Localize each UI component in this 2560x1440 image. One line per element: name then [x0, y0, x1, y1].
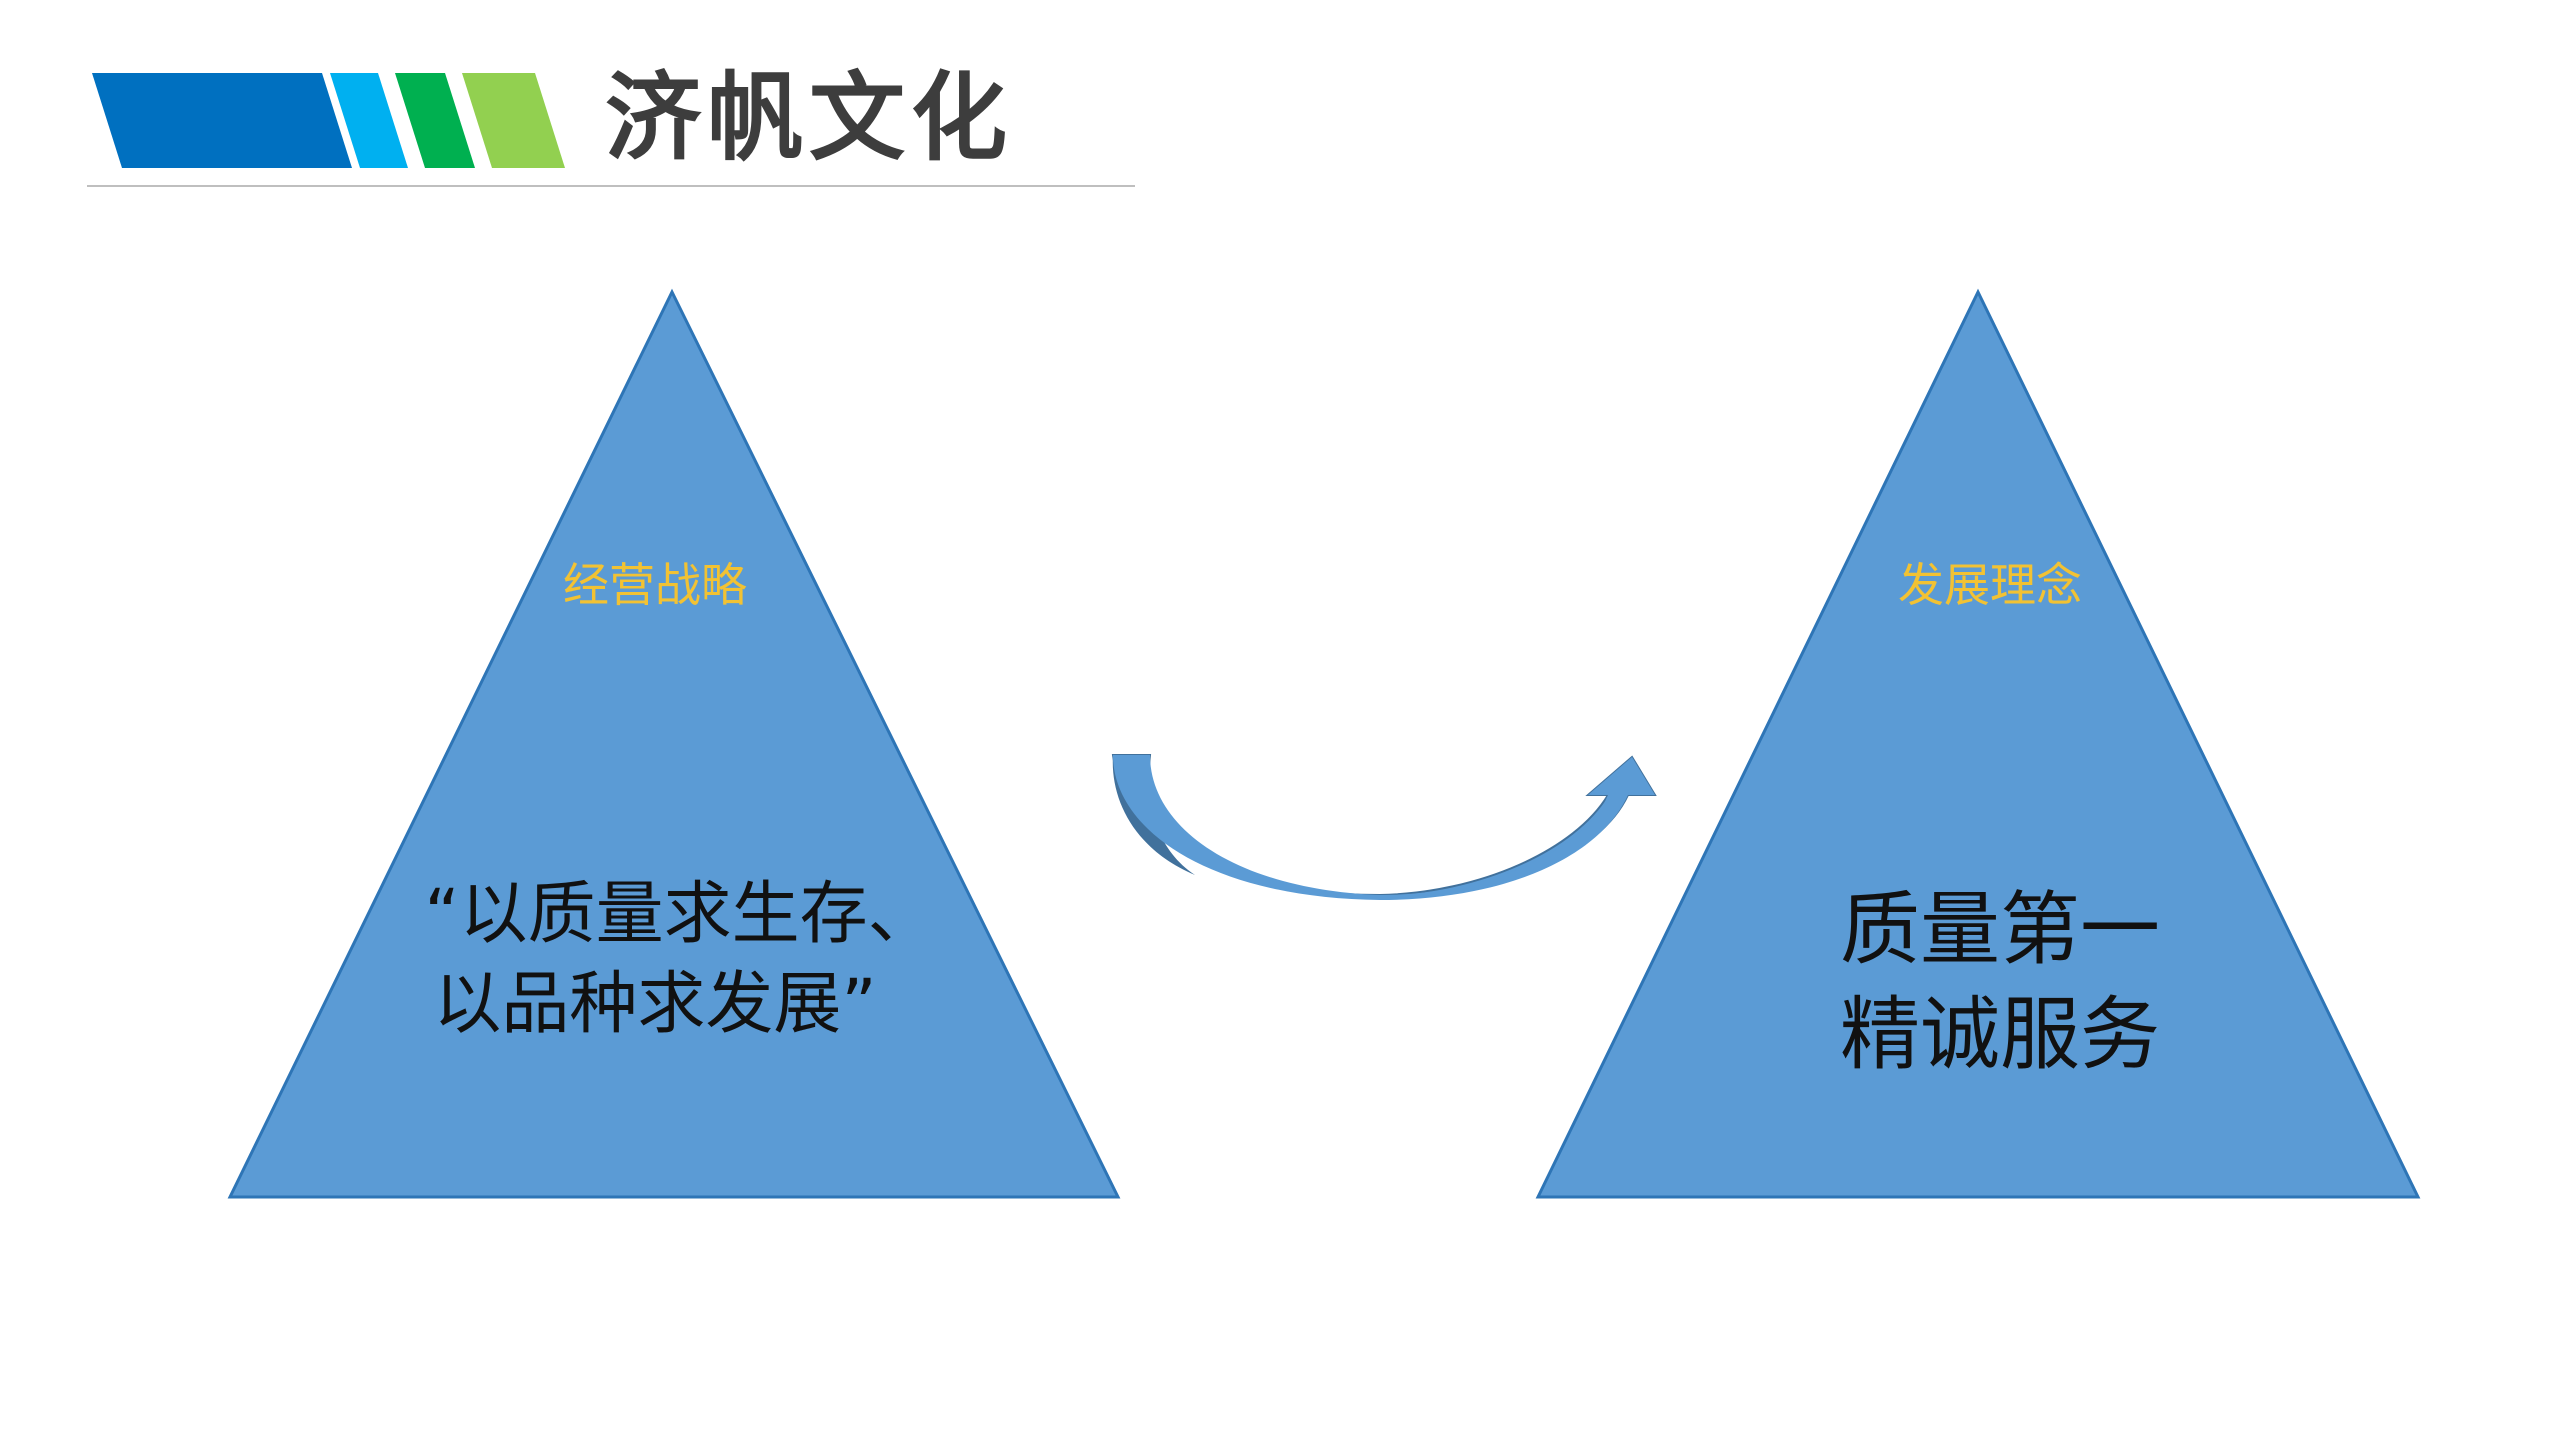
header-band: [92, 73, 565, 168]
curved-arrow-icon: [1111, 754, 1657, 900]
page-title: 济帆文化: [605, 62, 1013, 174]
left-triangle-label: 经营战略: [563, 558, 747, 612]
header-stripe-3: [395, 73, 475, 168]
curved-arrow-body: [1111, 754, 1657, 899]
left-triangle-text-line-2: 以品种求发展”: [433, 965, 877, 1044]
header-stripe-1: [92, 73, 352, 168]
curved-arrow-ribbon: [1113, 755, 1655, 900]
left-triangle-text-line-1: “以质量求生存、: [424, 875, 936, 954]
right-triangle-text-line-2: 精诚服务: [1840, 988, 2160, 1081]
right-triangle: [1535, 288, 2421, 1199]
right-triangle-label: 发展理念: [1898, 558, 2082, 612]
header-stripe-4: [462, 73, 565, 168]
header-stripe-2: [330, 73, 408, 168]
right-triangle-text-line-1: 质量第一: [1840, 883, 2160, 976]
left-triangle: [227, 288, 1121, 1199]
